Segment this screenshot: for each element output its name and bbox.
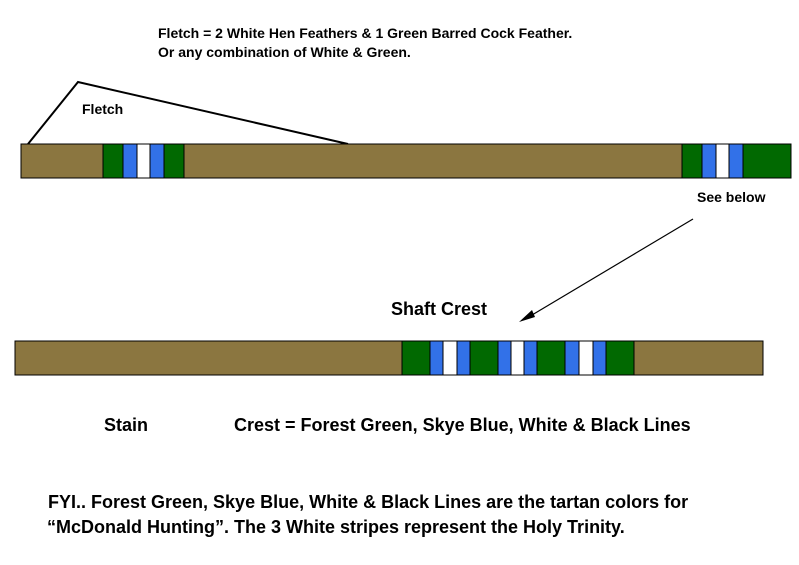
green-band xyxy=(743,144,791,178)
fletch-outline xyxy=(27,80,349,145)
pointer-arrow xyxy=(519,218,694,322)
white-band xyxy=(579,341,593,375)
fletch-note-line-1: Fletch = 2 White Hen Feathers & 1 Green … xyxy=(158,25,573,41)
white-band xyxy=(443,341,457,375)
green-band xyxy=(402,341,430,375)
white-band xyxy=(716,144,729,178)
blue-band xyxy=(702,144,716,178)
shaft-crest-title: Shaft Crest xyxy=(391,299,488,319)
crest-description: Crest = Forest Green, Skye Blue, White &… xyxy=(234,415,691,435)
white-band xyxy=(511,341,524,375)
shaft-body xyxy=(15,341,763,375)
green-band xyxy=(103,144,123,178)
fletch-label: Fletch xyxy=(82,101,124,117)
blue-band xyxy=(430,341,443,375)
green-band xyxy=(164,144,184,178)
stain-label: Stain xyxy=(104,415,149,435)
shaft-crest-shaft xyxy=(14,340,764,376)
blue-band xyxy=(498,341,511,375)
blue-band xyxy=(593,341,606,375)
green-band xyxy=(537,341,565,375)
green-band xyxy=(606,341,634,375)
green-band xyxy=(682,144,702,178)
blue-band xyxy=(565,341,579,375)
blue-band xyxy=(457,341,470,375)
top-arrow-shaft xyxy=(20,143,792,179)
white-band xyxy=(137,144,150,178)
blue-band xyxy=(150,144,164,178)
blue-band xyxy=(524,341,537,375)
blue-band xyxy=(123,144,137,178)
fyi-line-2: “McDonald Hunting”. The 3 White stripes … xyxy=(47,517,625,537)
fyi-line-1: FYI.. Forest Green, Skye Blue, White & B… xyxy=(48,492,689,512)
blue-band xyxy=(729,144,743,178)
fletch-note-line-2: Or any combination of White & Green. xyxy=(158,44,411,60)
see-below-label: See below xyxy=(697,189,766,205)
green-band xyxy=(470,341,498,375)
